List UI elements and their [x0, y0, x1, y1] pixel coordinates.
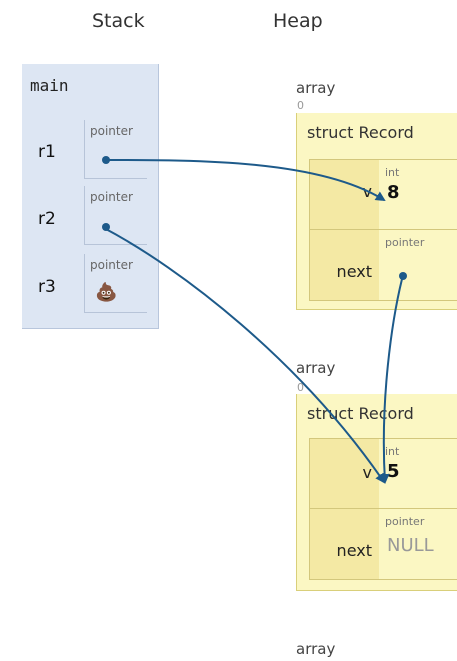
pile-of-poo-icon: 💩 — [95, 282, 118, 303]
array-label: array — [296, 359, 336, 377]
stack-column-header: Stack — [92, 10, 145, 32]
pointer-dot-next — [399, 272, 407, 280]
array-index: 0 — [297, 381, 304, 394]
int-value: 8 — [387, 182, 400, 203]
array-index: 0 — [297, 99, 304, 112]
stack-frame-main: main r1 pointer r2 pointer r3 pointer 💩 — [22, 64, 159, 329]
field-name-next: next — [309, 229, 381, 301]
variable-name-r2: r2 — [38, 209, 56, 229]
struct-type-label: struct Record — [307, 404, 414, 423]
array-label: array — [296, 79, 336, 97]
array-label: array — [296, 640, 336, 658]
null-value: NULL — [387, 535, 434, 556]
frame-title: main — [30, 76, 69, 95]
struct-type-label: struct Record — [307, 123, 414, 142]
pointer-dot-r2 — [102, 223, 110, 231]
field-value-next: pointer — [379, 229, 457, 301]
field-value-v: int 8 — [379, 159, 457, 231]
field-value-v: int 5 — [379, 438, 457, 510]
field-name-next: next — [309, 508, 381, 580]
type-label: pointer — [90, 190, 133, 204]
variable-cell-r2: pointer — [84, 186, 147, 245]
pointer-dot-r1 — [102, 156, 110, 164]
heap-struct-record-2: struct Record v int 5 next pointer NULL — [296, 394, 457, 591]
type-label: pointer — [90, 124, 133, 138]
variable-cell-r1: pointer — [84, 120, 147, 179]
variable-name-r1: r1 — [38, 142, 56, 162]
field-name-v: v — [309, 159, 381, 231]
heap-struct-record-1: struct Record v int 8 next pointer — [296, 113, 457, 310]
variable-name-r3: r3 — [38, 277, 56, 297]
int-value: 5 — [387, 461, 400, 482]
type-label: pointer — [90, 258, 133, 272]
variable-cell-r3: pointer 💩 — [84, 254, 147, 313]
field-value-next: pointer NULL — [379, 508, 457, 580]
field-name-v: v — [309, 438, 381, 510]
heap-column-header: Heap — [273, 10, 323, 32]
